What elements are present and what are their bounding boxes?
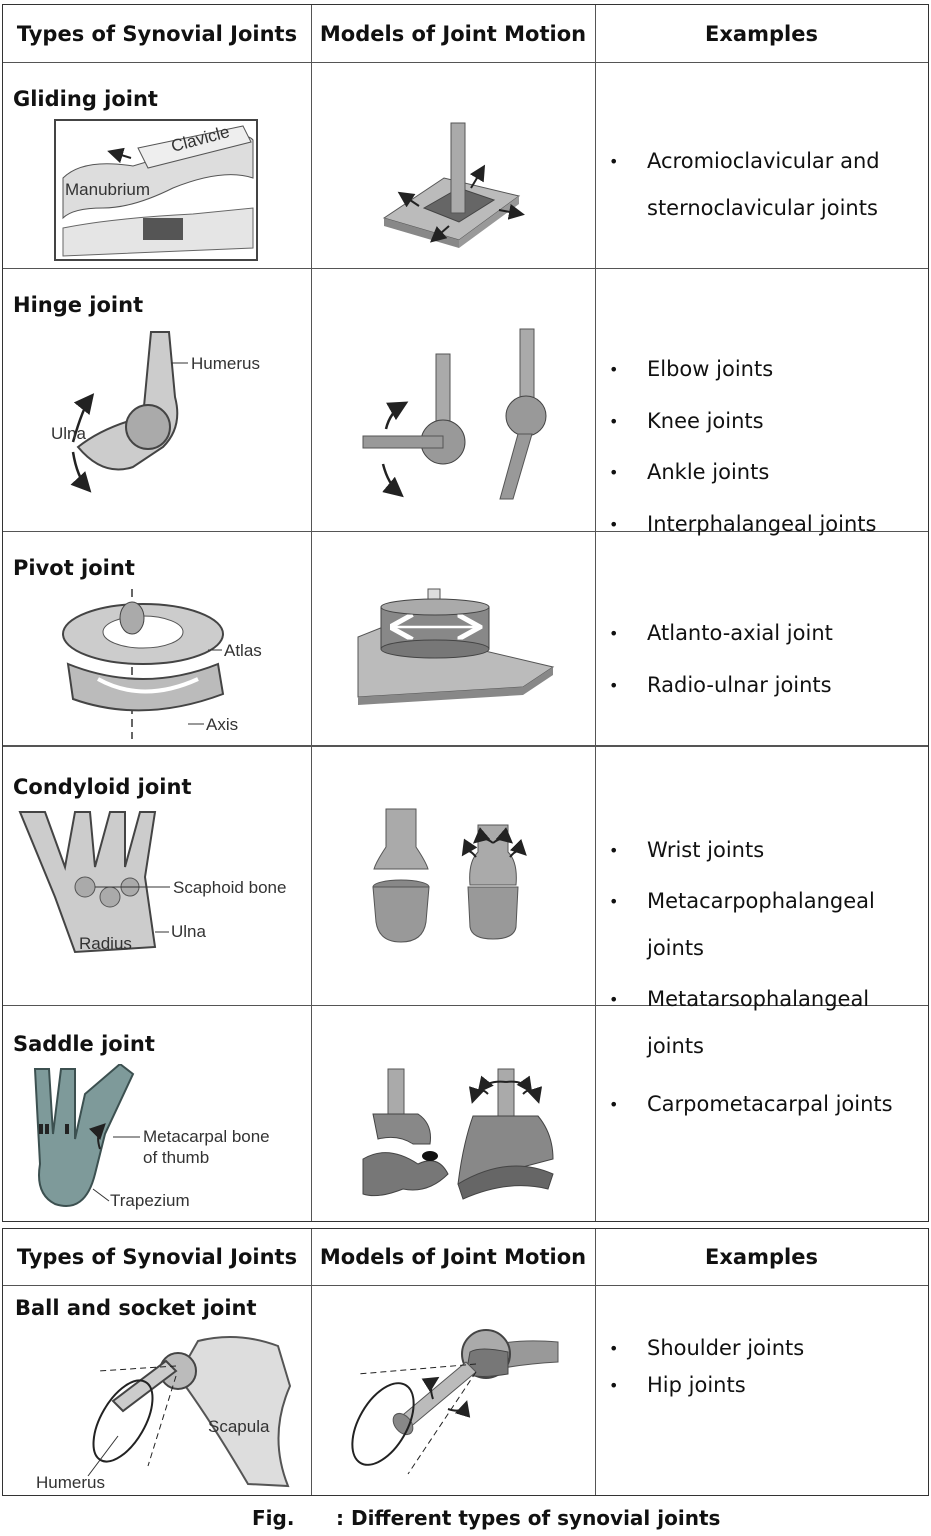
header-types: Types of Synovial Joints	[16, 1245, 298, 1269]
label-scaphoid-bone: Scaphoid bone	[173, 878, 286, 897]
synovial-joints-table: Types of Synovial Joints Models of Joint…	[2, 4, 929, 1222]
joint-type: Gliding joint	[13, 87, 158, 111]
table-header-row: Types of Synovial Joints Models of Joint…	[3, 5, 928, 63]
examples-list: •Wrist joints •Metacarpophalangeal joint…	[609, 827, 928, 1070]
examples-list: •Acromioclavicular and sternoclavicular …	[609, 138, 880, 232]
table-row: Ball and socket joint Scapula Humerus	[3, 1286, 928, 1495]
hinge-joint-illustration: Humerus Ulna	[51, 331, 260, 493]
list-item: •Acromioclavicular and	[609, 149, 880, 173]
saddle-motion-model	[362, 1068, 554, 1200]
header-examples: Examples	[705, 21, 818, 46]
condyloid-joint-illustration: Scaphoid bone Ulna Radius	[18, 811, 286, 954]
ball-and-socket-motion-model	[351, 1329, 559, 1475]
list-item: •Elbow joints	[609, 357, 774, 381]
synovial-joints-table-continued: Types of Synovial Joints Models of Joint…	[2, 1228, 929, 1496]
list-item: •Hip joints	[609, 1373, 746, 1397]
label-humerus: Humerus	[36, 1473, 105, 1491]
table-row: Condyloid joint Scaphoid bone Ulna Radiu…	[3, 746, 928, 1058]
examples-list: •Atlanto-axial joint •Radio-ulnar joints	[609, 608, 833, 711]
list-item: •Wrist joints	[609, 838, 765, 862]
joint-type: Ball and socket joint	[15, 1296, 257, 1320]
list-item: •Metatarsophalangeal joints	[609, 987, 870, 1058]
list-item: •Ankle joints	[609, 460, 770, 484]
label-humerus: Humerus	[191, 354, 260, 373]
label-metacarpal-bone: Metacarpal bone	[143, 1127, 270, 1146]
column-divider	[595, 1229, 596, 1495]
examples-list: •Elbow joints •Knee joints •Ankle joints…	[609, 344, 876, 550]
table-row: Pivot joint Atlas Axis	[3, 532, 928, 746]
examples-list: •Shoulder joints •Hip joints	[609, 1330, 804, 1404]
caption-fig-label: Fig.	[252, 1506, 295, 1530]
list-item: •Metacarpophalangeal	[609, 889, 875, 913]
column-divider	[595, 5, 596, 1221]
column-divider	[311, 5, 312, 1221]
label-axis: Axis	[206, 715, 238, 734]
column-divider	[311, 1229, 312, 1495]
joint-type: Pivot joint	[13, 556, 135, 580]
list-item: •Carpometacarpal joints	[609, 1092, 893, 1116]
header-types: Types of Synovial Joints	[16, 21, 298, 46]
table-header-row: Types of Synovial Joints Models of Joint…	[3, 1229, 928, 1286]
label-scapula: Scapula	[208, 1417, 270, 1436]
caption-text: : Different types of synovial joints	[336, 1506, 721, 1530]
pivot-motion-model	[357, 588, 555, 705]
list-item: •Atlanto-axial joint	[609, 621, 833, 645]
list-item: •Interphalangeal joints	[609, 511, 877, 536]
label-ulna: Ulna	[171, 922, 207, 941]
table-row: Gliding joint Clavicle Manubrium •Acromi…	[3, 63, 928, 269]
list-item: joints	[647, 936, 705, 960]
table-row: Hinge joint Humerus Ulna •Elbow joints •…	[3, 269, 928, 536]
label-radius: Radius	[79, 934, 132, 953]
examples-list: •Carpometacarpal joints	[609, 1081, 893, 1128]
list-item: •Radio-ulnar joints	[609, 672, 832, 697]
ball-and-socket-joint-illustration: Scapula Humerus	[36, 1336, 292, 1491]
hinge-motion-model	[362, 328, 547, 500]
table-row: Saddle joint Metacarpal bone of thumb Tr…	[3, 1006, 928, 1223]
header-models: Models of Joint Motion	[319, 1245, 587, 1269]
label-atlas: Atlas	[224, 641, 262, 660]
pivot-joint-illustration: Atlas Axis	[62, 589, 262, 739]
joint-type: Hinge joint	[13, 293, 144, 317]
list-item: sternoclavicular joints	[647, 196, 878, 220]
list-item: •Knee joints	[609, 408, 764, 433]
header-models: Models of Joint Motion	[319, 21, 587, 46]
label-manubrium: Manubrium	[65, 180, 150, 199]
list-item: •Shoulder joints	[609, 1336, 805, 1360]
label-ulna: Ulna	[51, 424, 87, 443]
saddle-joint-illustration: Metacarpal bone of thumb Trapezium	[33, 1064, 270, 1210]
joint-type: Condyloid joint	[13, 775, 192, 799]
label-of-thumb: of thumb	[143, 1148, 209, 1167]
gliding-motion-model	[382, 122, 525, 248]
label-trapezium: Trapezium	[110, 1191, 190, 1210]
joint-type: Saddle joint	[13, 1032, 155, 1056]
header-examples: Examples	[705, 1245, 818, 1269]
gliding-joint-illustration: Clavicle Manubrium	[54, 119, 258, 261]
condyloid-motion-model	[372, 808, 527, 943]
